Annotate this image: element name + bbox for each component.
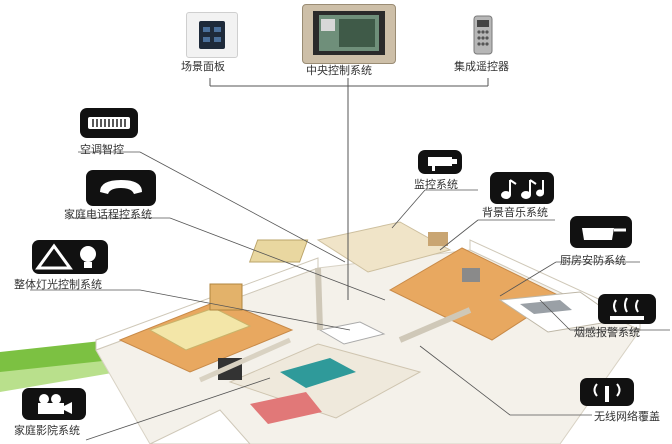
bed-top [248, 239, 309, 263]
green-accent-stripe [0, 340, 118, 378]
kitchen-stove [520, 300, 572, 314]
speaker-device [462, 268, 480, 282]
top-device-label-central-control: 中央控制系统 [306, 64, 372, 77]
system-label-background-music: 背景音乐系统 [482, 206, 548, 219]
air-conditioner-icon [80, 108, 138, 138]
scene-panel-icon [186, 12, 238, 58]
wireless-antenna-icon [580, 378, 634, 406]
video-camera-icon [22, 388, 86, 420]
music-notes-icon [490, 172, 554, 204]
system-label-kitchen-security: 厨房安防系统 [560, 254, 626, 267]
top-device-label-remote: 集成遥控器 [454, 60, 509, 73]
top-device-label-scene-panel: 场景面板 [181, 60, 225, 73]
cooking-pot-icon [570, 216, 632, 248]
system-label-lighting: 整体灯光控制系统 [14, 278, 102, 291]
smoke-alarm-icon [598, 294, 656, 324]
chair-top [428, 232, 448, 246]
system-label-telephone: 家庭电话程控系统 [64, 208, 152, 221]
system-label-surveillance: 监控系统 [414, 178, 458, 191]
system-label-air-conditioning: 空调智控 [80, 143, 124, 156]
telephone-icon [86, 170, 156, 206]
system-label-smoke-alarm: 烟感报警系统 [574, 326, 640, 339]
system-label-home-theater: 家庭影院系统 [14, 424, 80, 437]
rug [250, 392, 322, 424]
bedroom-top-floor [316, 221, 452, 273]
top-connector-lines [209, 78, 489, 300]
central-control-screen-icon [302, 4, 396, 64]
green-accent-stripe-light [0, 360, 118, 392]
wardrobe [209, 283, 243, 311]
interior-wall-3 [198, 337, 292, 383]
interior-wall-1 [315, 267, 323, 331]
sofa [280, 358, 356, 388]
light-bulb-icon [32, 240, 108, 274]
system-connector-lines [30, 151, 670, 441]
system-label-wireless-network: 无线网络覆盖 [594, 410, 660, 423]
left-bed [148, 307, 252, 351]
interior-wall-2 [398, 307, 472, 343]
remote-control-icon [468, 14, 498, 56]
bottom-wall [149, 409, 251, 444]
surveillance-camera-icon [418, 150, 462, 174]
